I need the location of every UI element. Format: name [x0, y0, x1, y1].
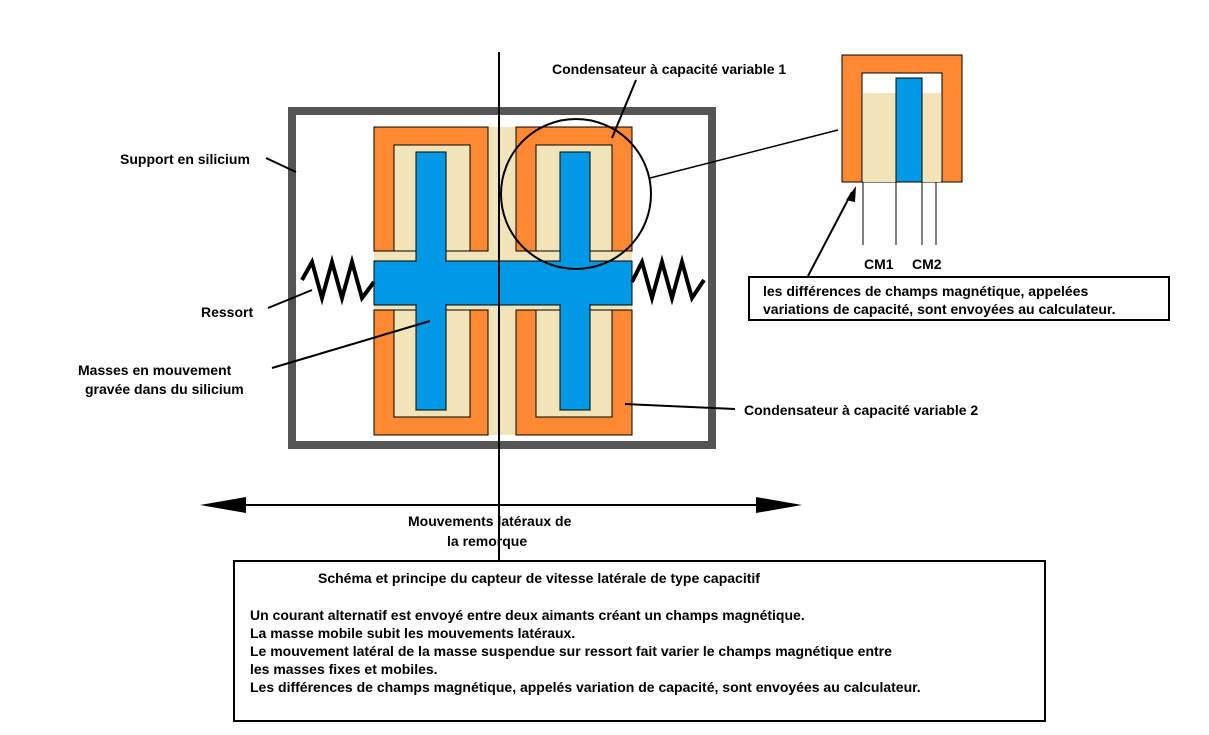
pointer-masses — [271, 320, 431, 369]
label-masses-line2: gravée dans du silicium — [85, 381, 244, 397]
moving-mass — [373, 151, 633, 411]
lateral-movement-arrow — [200, 497, 802, 513]
callout-box: les différences de champs magnétique, ap… — [748, 276, 1170, 321]
callout-line1: les différences de champs magnétique, ap… — [763, 283, 1089, 299]
zoom-detail — [841, 54, 963, 245]
label-spring: Ressort — [201, 304, 253, 320]
label-masses-line1: Masses en mouvement — [78, 362, 232, 378]
callout-line2: variations de capacité, sont envoyées au… — [763, 301, 1116, 317]
spring-right — [630, 254, 706, 306]
info-line: Un courant alternatif est envoyé entre d… — [250, 607, 805, 623]
info-title: Schéma et principe du capteur de vitesse… — [318, 570, 760, 586]
spring-left — [300, 254, 376, 306]
label-cm2: CM2 — [912, 256, 942, 272]
info-line: les masses fixes et mobiles. — [250, 661, 438, 677]
label-support: Support en silicium — [120, 151, 250, 167]
label-movement-line1: Mouvements latéraux de — [408, 513, 572, 529]
info-line: La masse mobile subit les mouvements lat… — [250, 625, 576, 641]
label-cm1: CM1 — [864, 256, 894, 272]
label-capacitor2: Condensateur à capacité variable 2 — [744, 402, 978, 418]
info-lines: Un courant alternatif est envoyé entre d… — [250, 606, 921, 696]
pointer-spring — [267, 289, 313, 309]
info-box: Schéma et principe du capteur de vitesse… — [233, 560, 1046, 722]
label-movement-line2: la remorque — [447, 533, 527, 549]
pointer-callout — [807, 191, 853, 277]
magnifier-circle — [500, 118, 652, 270]
pointer-capacitor2 — [624, 403, 736, 410]
info-line: Les différences de champs magnétique, ap… — [250, 679, 921, 695]
pointer-capacitor1 — [611, 79, 637, 139]
pointer-support — [265, 157, 297, 173]
info-line: Le mouvement latéral de la masse suspend… — [250, 643, 892, 659]
label-capacitor1: Condensateur à capacité variable 1 — [552, 61, 786, 77]
